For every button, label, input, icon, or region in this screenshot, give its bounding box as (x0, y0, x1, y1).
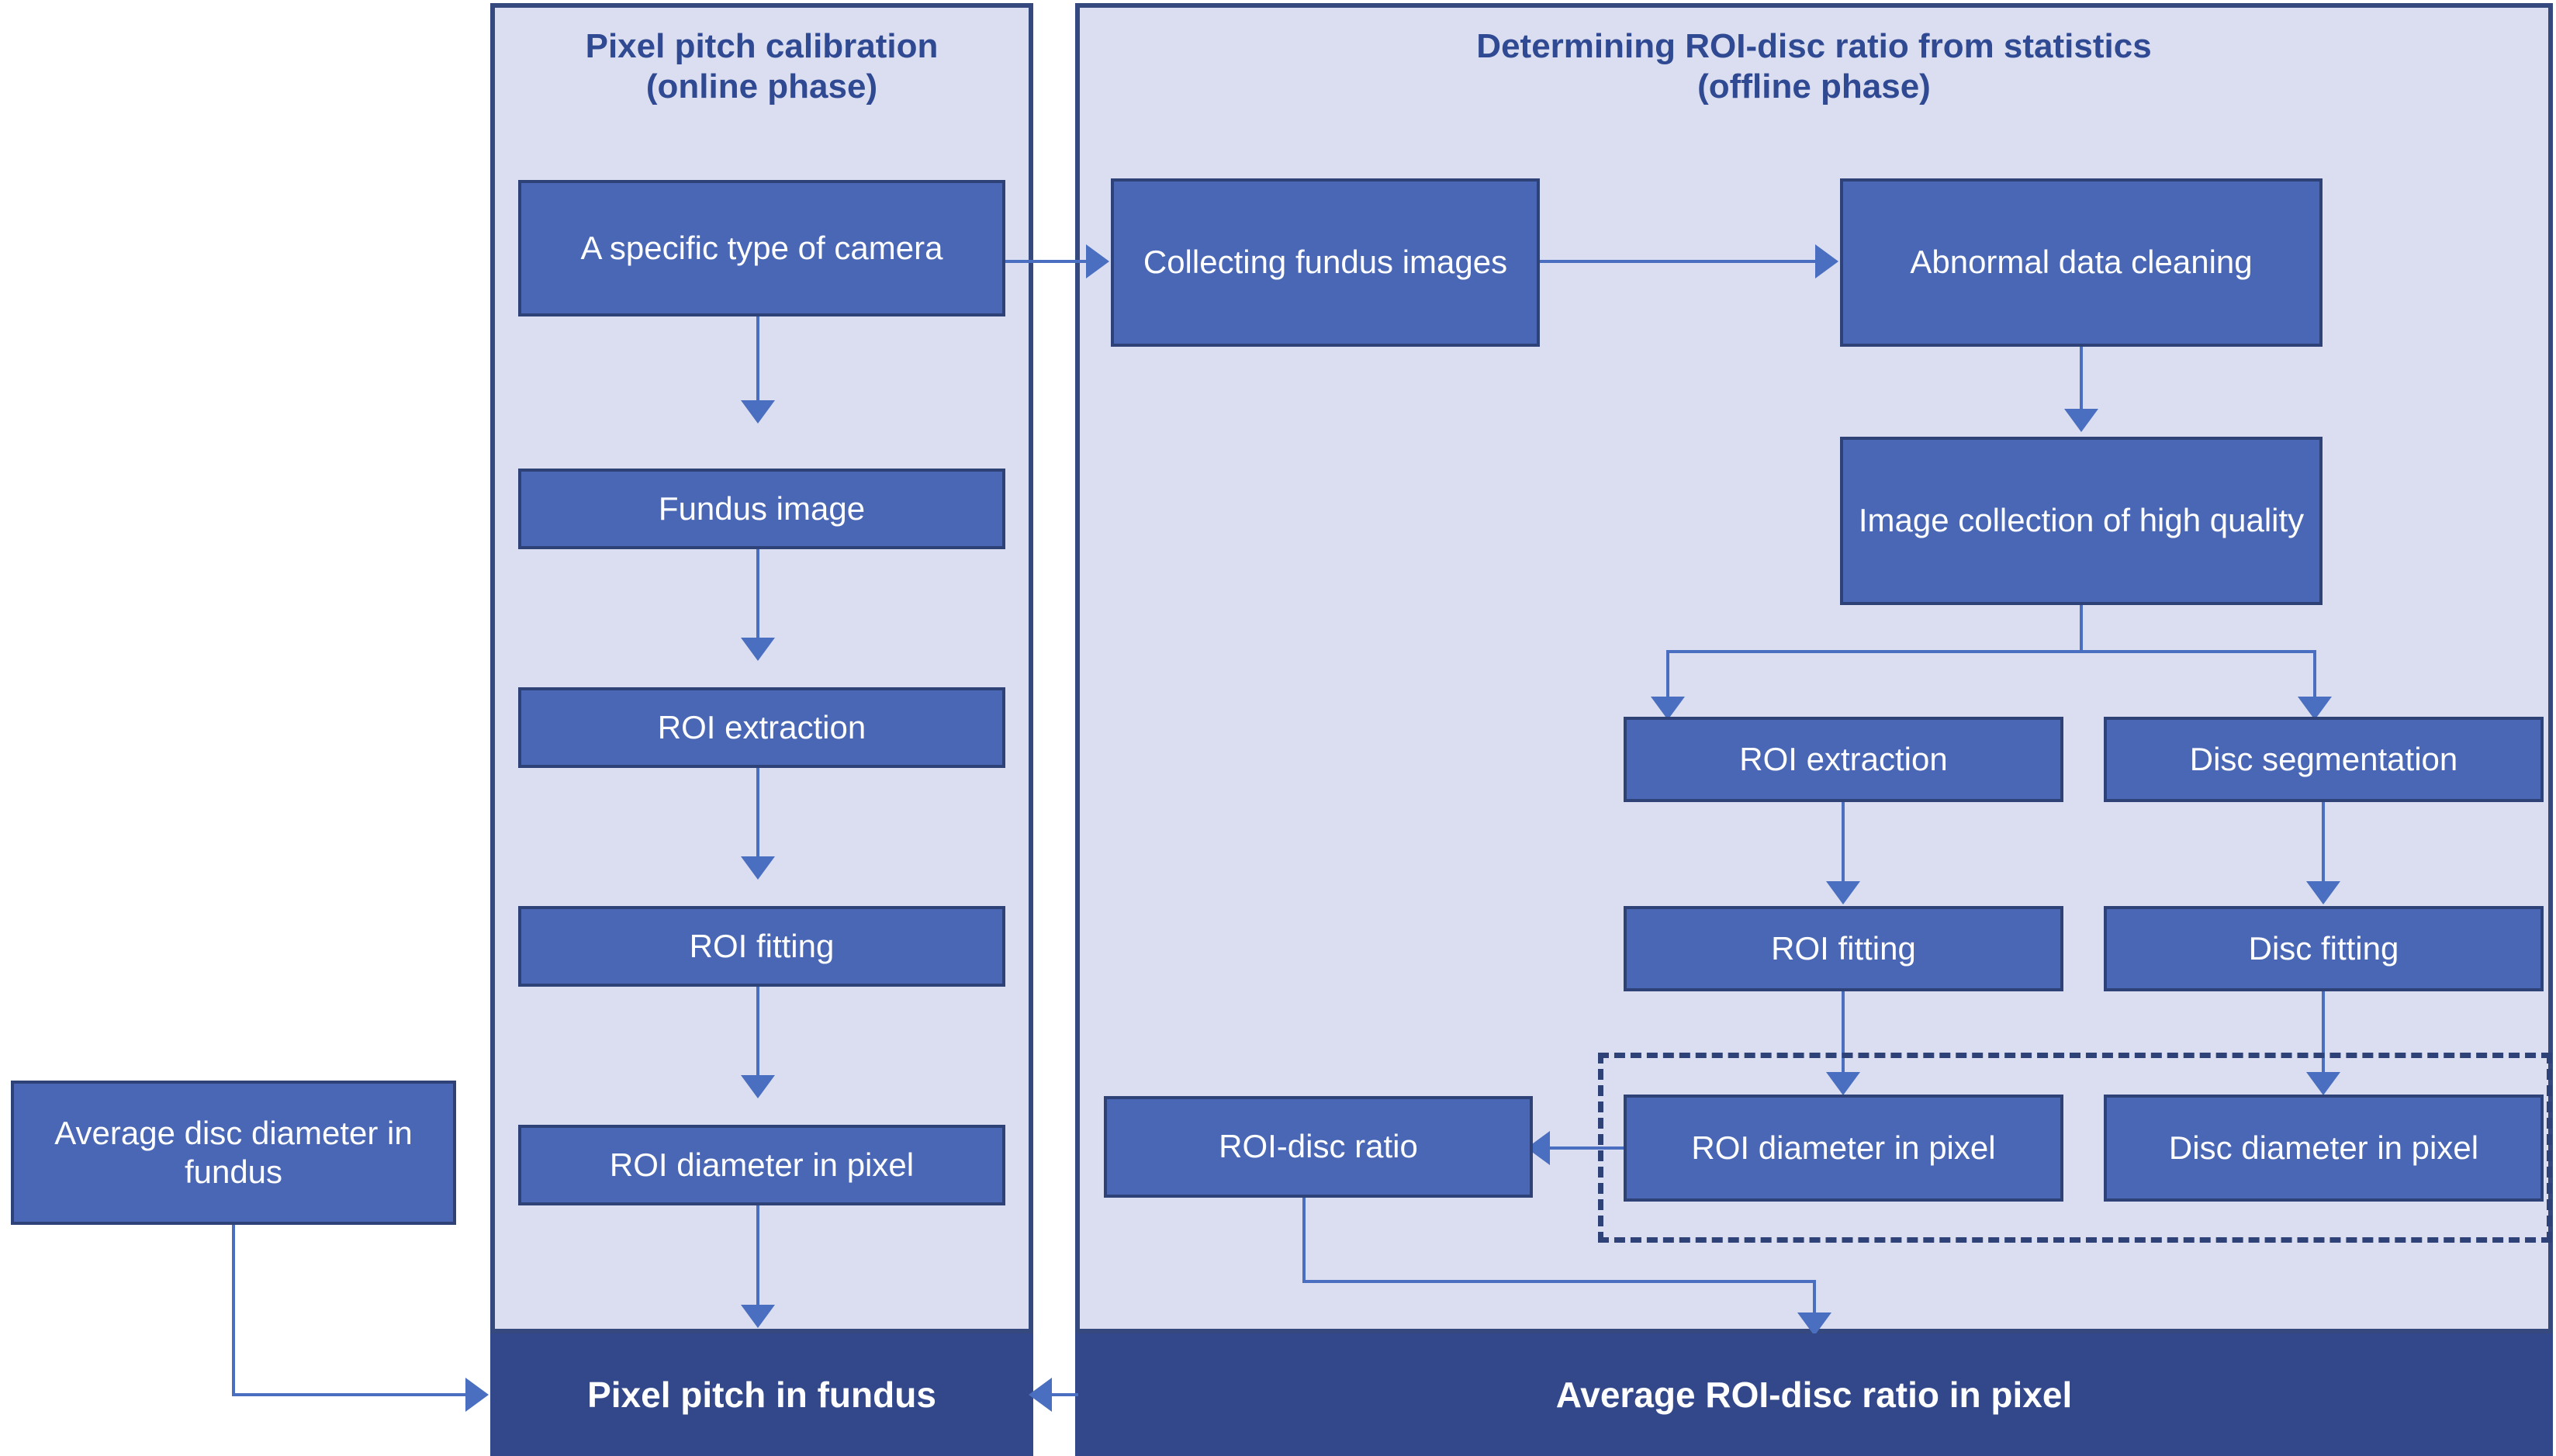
connector-roidiam-to-pixelpitch (756, 1205, 759, 1308)
node-average-disc-diameter-label: Average disc diameter in fundus (54, 1114, 413, 1190)
node-right-roi-fitting-label: ROI fitting (1771, 929, 1916, 967)
connector-ratio-drop (1302, 1198, 1306, 1283)
arrow-roidiam-to-pixelpitch-icon (741, 1305, 775, 1328)
connector-split-right-drop (2313, 650, 2316, 701)
connector-fundus-to-roiextract (756, 549, 759, 641)
connector-split-left-drop (1666, 650, 1669, 701)
arrow-fundus-to-roiextract-icon (741, 638, 775, 661)
connector-roiextract-to-roifit (756, 768, 759, 859)
connector-camera-to-fundus (756, 316, 759, 403)
arrow-roiextract-to-roifit-right-icon (1826, 881, 1860, 904)
node-specific-camera-label: A specific type of camera (580, 229, 943, 266)
arrow-split-to-disc-segmentation-icon (2298, 697, 2332, 720)
node-abnormal-data-cleaning-label: Abnormal data cleaning (1910, 244, 2253, 281)
arrow-avgdisc-to-pixelpitch-icon (465, 1378, 489, 1412)
node-fundus-image[interactable]: Fundus image (518, 469, 1005, 549)
node-disc-diameter[interactable]: Disc diameter in pixel (2104, 1095, 2544, 1202)
node-fundus-image-label: Fundus image (658, 489, 866, 527)
node-collecting-fundus-images[interactable]: Collecting fundus images (1111, 178, 1540, 347)
node-average-disc-diameter[interactable]: Average disc diameter in fundus (11, 1081, 456, 1225)
node-disc-segmentation-label: Disc segmentation (2189, 740, 2458, 777)
node-disc-segmentation[interactable]: Disc segmentation (2104, 717, 2544, 802)
arrow-roifit-to-roidiam-right-icon (1826, 1072, 1860, 1095)
connector-avgdisc-vertical (232, 1225, 235, 1395)
connector-camera-to-collecting (1005, 260, 1092, 263)
arrow-camera-to-collecting-icon (1086, 244, 1109, 278)
banner-average-roi-disc-ratio: Average ROI-disc ratio in pixel (1075, 1333, 2553, 1456)
connector-collecting-to-cleaning (1540, 260, 1835, 263)
node-roi-disc-ratio-label: ROI-disc ratio (1219, 1128, 1418, 1165)
panel-offline-phase-title: Determining ROI-disc ratio from statisti… (1081, 26, 2547, 107)
panel-offline-phase-title-line1: Determining ROI-disc ratio from statisti… (1476, 27, 2152, 65)
panel-online-phase-title: Pixel pitch calibration (online phase) (496, 26, 1027, 107)
arrow-camera-to-fundus-icon (741, 400, 775, 424)
node-right-roi-diameter[interactable]: ROI diameter in pixel (1624, 1095, 2063, 1202)
arrow-ratio-to-banner-icon (1797, 1312, 1831, 1336)
node-left-roi-extraction[interactable]: ROI extraction (518, 687, 1005, 768)
node-left-roi-fitting-label: ROI fitting (689, 927, 835, 964)
connector-discseg-to-discfit (2322, 802, 2325, 884)
banner-pixel-pitch-in-fundus: Pixel pitch in fundus (490, 1333, 1033, 1456)
panel-offline-phase-title-line2: (offline phase) (1697, 67, 1931, 105)
panel-online-phase-title-line2: (online phase) (645, 67, 878, 105)
node-left-roi-extraction-label: ROI extraction (657, 708, 866, 745)
node-disc-fitting[interactable]: Disc fitting (2104, 906, 2544, 991)
node-right-roi-extraction[interactable]: ROI extraction (1624, 717, 2063, 802)
arrow-split-to-roi-extraction-icon (1651, 697, 1685, 720)
connector-ratio-across (1302, 1280, 1816, 1283)
connector-avgdisc-horizontal (232, 1393, 467, 1396)
node-image-collection-high-quality-label: Image collection of high quality (1858, 502, 2305, 539)
arrow-discseg-to-discfit-icon (2306, 881, 2340, 904)
node-left-roi-diameter-label: ROI diameter in pixel (609, 1146, 915, 1183)
arrow-collecting-to-cleaning-icon (1815, 244, 1838, 278)
node-disc-fitting-label: Disc fitting (2248, 929, 2399, 967)
node-image-collection-high-quality[interactable]: Image collection of high quality (1840, 437, 2323, 605)
arrow-roifit-to-roidiam-icon (741, 1075, 775, 1098)
connector-highquality-split-bar (1666, 650, 2316, 653)
connector-roifit-to-roidiam-right (1842, 991, 1845, 1077)
node-right-roi-diameter-label: ROI diameter in pixel (1691, 1129, 1996, 1166)
connector-diameters-to-ratio (1550, 1146, 1624, 1150)
connector-highquality-stem (2080, 605, 2083, 653)
node-disc-diameter-label: Disc diameter in pixel (2168, 1129, 2479, 1166)
node-left-roi-fitting[interactable]: ROI fitting (518, 906, 1005, 987)
connector-roiextract-to-roifit-right (1842, 802, 1845, 884)
connector-ratio-to-banner (1813, 1280, 1816, 1317)
node-collecting-fundus-images-label: Collecting fundus images (1143, 244, 1508, 281)
arrow-roiextract-to-roifit-icon (741, 856, 775, 880)
banner-pixel-pitch-label: Pixel pitch in fundus (587, 1375, 936, 1415)
panel-online-phase-title-line1: Pixel pitch calibration (585, 27, 939, 65)
banner-average-roi-disc-ratio-label: Average ROI-disc ratio in pixel (1555, 1375, 2073, 1415)
connector-cleaning-to-highquality (2080, 347, 2083, 415)
node-right-roi-fitting[interactable]: ROI fitting (1624, 906, 2063, 991)
node-roi-disc-ratio[interactable]: ROI-disc ratio (1104, 1096, 1533, 1198)
connector-roifit-to-roidiam (756, 987, 759, 1078)
connector-rightbanner-to-leftbanner (1052, 1393, 1078, 1396)
node-abnormal-data-cleaning[interactable]: Abnormal data cleaning (1840, 178, 2323, 347)
arrow-cleaning-to-highquality-icon (2064, 409, 2098, 432)
node-left-roi-diameter[interactable]: ROI diameter in pixel (518, 1125, 1005, 1205)
node-specific-camera[interactable]: A specific type of camera (518, 180, 1005, 316)
arrow-discfit-to-discdiam-icon (2306, 1072, 2340, 1095)
connector-discfit-to-discdiam (2322, 991, 2325, 1077)
arrow-rightbanner-to-leftbanner-icon (1029, 1378, 1052, 1412)
node-right-roi-extraction-label: ROI extraction (1739, 740, 1948, 777)
